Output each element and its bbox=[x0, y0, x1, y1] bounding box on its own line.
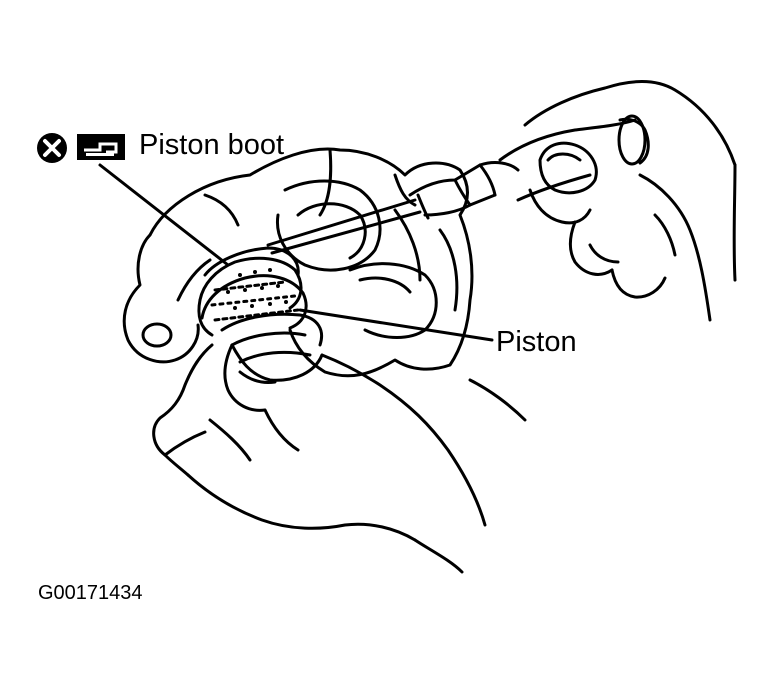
piston-leader-line bbox=[298, 308, 494, 342]
x-circle-icon bbox=[37, 133, 67, 163]
figure-id-label: G00171434 bbox=[38, 582, 143, 604]
piston-boot-leader-line bbox=[98, 163, 230, 267]
screwdriver-tool-icon bbox=[77, 134, 125, 160]
screwdriver bbox=[266, 114, 650, 255]
lower-hand bbox=[152, 343, 527, 574]
piston-label: Piston bbox=[496, 326, 577, 358]
upper-hand bbox=[523, 80, 737, 322]
piston-assembly bbox=[197, 246, 324, 382]
boot-shading bbox=[226, 268, 288, 310]
caliper-body bbox=[122, 147, 474, 378]
piston-boot-label: Piston boot bbox=[139, 129, 285, 161]
